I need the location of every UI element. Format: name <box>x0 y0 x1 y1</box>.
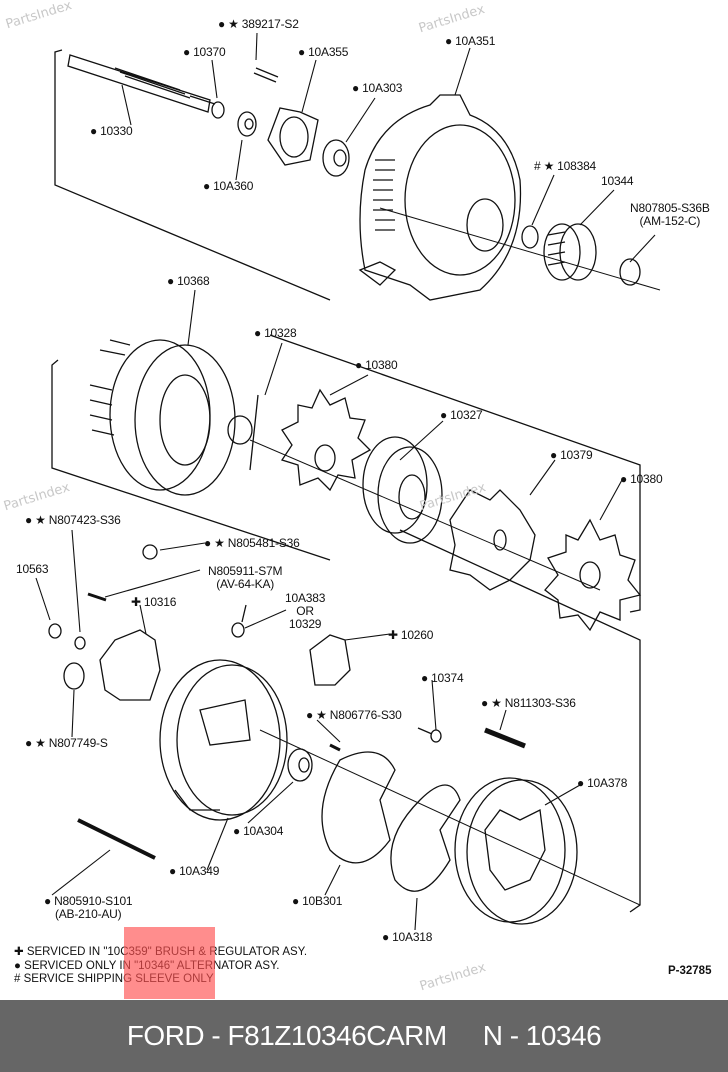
callout-108384: # ★108384 <box>534 159 597 173</box>
callout-n807423-s36: ● ★N807423-S36 <box>25 513 121 527</box>
brush-holder <box>309 634 351 686</box>
callout-n805481-s36: ● ★N805481-S36 <box>204 536 300 550</box>
callout-10a304: ●10A304 <box>233 824 284 838</box>
callout-10316: ✚10316 <box>131 595 177 609</box>
callout-10b301: ●10B301 <box>292 894 343 908</box>
pin-10374 <box>430 729 442 743</box>
through-bolt <box>77 818 156 860</box>
callout-10563: 10563 <box>16 562 49 576</box>
callout-10a360: ●10A360 <box>203 179 254 193</box>
rear-housing <box>159 659 288 821</box>
callout-10a349: ●10A349 <box>169 864 220 878</box>
bearing-10a304 <box>287 748 313 782</box>
group-frame-mid-top <box>269 334 641 613</box>
rear-cover <box>454 777 578 925</box>
callout-10260: ✚10260 <box>388 628 434 642</box>
callout-10368: ●10368 <box>167 274 210 288</box>
callout-10344: 10344 <box>601 174 634 188</box>
rectifier-plate <box>390 784 461 892</box>
callout-10a355: ●10A355 <box>298 45 349 59</box>
part-info-footer: FORD - F81Z10346CARM N - 10346 <box>0 1000 728 1072</box>
slip-ring <box>227 394 259 471</box>
brand-part-number: FORD - F81Z10346CARM <box>126 1020 447 1051</box>
voltage-regulator <box>99 629 161 701</box>
bearing-10a303 <box>322 139 350 177</box>
group-frame-bottom-right <box>399 529 641 913</box>
callout-n806776-s30: ● ★N806776-S30 <box>306 708 402 722</box>
group-frame-middle <box>51 359 331 561</box>
terminal-10a383 <box>231 622 245 638</box>
nut-n805481 <box>142 544 158 560</box>
callout-n811303-s36: ● ★N811303-S36 <box>481 696 576 710</box>
callout-n805910-s101: ●N805910-S101(AB-210-AU) <box>44 894 133 921</box>
callout-10370: ●10370 <box>183 45 226 59</box>
screw-n805911 <box>87 592 107 602</box>
alternator-exploded-diagram <box>35 32 661 931</box>
callout-10a378: ●10A378 <box>577 776 628 790</box>
callout-n807749-s: ● ★N807749-S <box>25 736 108 750</box>
front-housing <box>358 94 522 301</box>
catalog-number: N - 10346 <box>482 1020 602 1051</box>
rotor-pole-piece <box>362 436 443 544</box>
callout-n805911-s7m: N805911-S7M(AV-64-KA) <box>208 564 283 591</box>
rotor-fan <box>280 388 372 492</box>
rotor-shaft <box>67 54 216 113</box>
rotor-coil <box>449 489 536 591</box>
screw-n807423 <box>74 636 86 650</box>
callout-10a351: ●10A351 <box>445 34 496 48</box>
callout-10a318: ●10A318 <box>382 930 433 944</box>
callout-10380: ●10380 <box>355 358 398 372</box>
bearing-retainer <box>267 107 319 166</box>
highlight-overlay <box>124 927 215 999</box>
stator-shield <box>321 751 396 864</box>
retainer-screw <box>253 67 279 83</box>
callout-10379: ●10379 <box>550 448 593 462</box>
callout-10327: ●10327 <box>440 408 483 422</box>
callout-10374: ●10374 <box>421 671 464 685</box>
screw-n806776 <box>329 743 341 752</box>
callout-10330: ●10330 <box>90 124 133 138</box>
callout-10328: ●10328 <box>254 326 297 340</box>
pulley-nut <box>619 258 641 286</box>
nut-10563 <box>48 623 62 639</box>
snap-ring <box>211 101 225 119</box>
bolt-n811303 <box>484 727 526 749</box>
group-frame-top <box>54 49 331 301</box>
callout-10380-rear: ●10380 <box>620 472 663 486</box>
pulley <box>543 223 597 281</box>
rotor-fan-rear <box>544 518 642 632</box>
callout-10a303: ●10A303 <box>352 81 403 95</box>
stator <box>89 339 236 496</box>
callout-n807805-s36b: N807805-S36B(AM-152-C) <box>630 201 710 228</box>
seal <box>63 662 85 690</box>
callout-389217-s2: ● ★389217-S2 <box>218 17 299 31</box>
bearing-10a360 <box>237 111 257 137</box>
figure-number: P-32785 <box>668 965 712 977</box>
shipping-sleeve <box>521 225 539 249</box>
